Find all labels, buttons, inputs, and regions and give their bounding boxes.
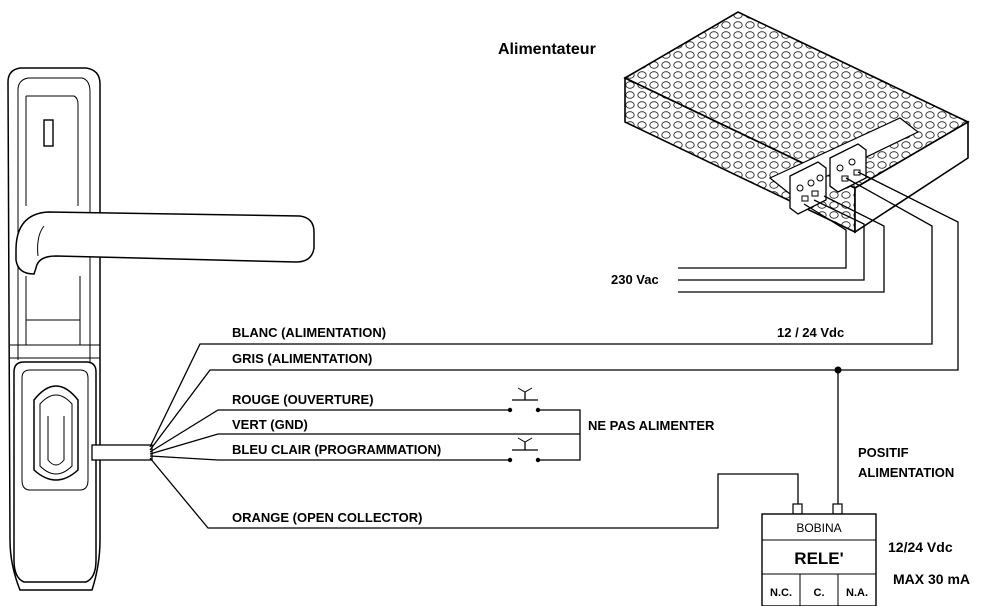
dc-voltage-label: 12 / 24 Vdc	[777, 325, 844, 340]
positive-label-line1: POSITIF	[858, 445, 909, 460]
wire-label-bleu: BLEU CLAIR (PROGRAMMATION)	[232, 442, 441, 457]
push-button-icon	[507, 437, 541, 463]
supply-wires	[149, 171, 959, 451]
push-button-icon	[507, 387, 541, 413]
lock-wires	[149, 409, 799, 529]
power-supply-title: Alimentateur	[498, 41, 596, 58]
mains-voltage-label: 230 Vac	[611, 272, 659, 287]
relay-icon	[761, 503, 877, 606]
relay-rating-voltage: 12/24 Vdc	[888, 539, 953, 555]
junction-dot	[834, 366, 842, 374]
no-power-note: NE PAS ALIMENTER	[588, 418, 715, 433]
relay-rating-current: MAX 30 mA	[893, 571, 970, 587]
wire-label-blanc: BLANC (ALIMENTATION)	[232, 325, 386, 340]
door-handle-lock-icon	[7, 67, 315, 591]
wire-label-gris: GRIS (ALIMENTATION)	[232, 351, 372, 366]
relay-pin-nc: N.C.	[770, 587, 792, 599]
wire-label-orange: ORANGE (OPEN COLLECTOR)	[232, 510, 422, 525]
relay-coil-label: BOBINA	[796, 521, 841, 535]
power-supply-icon	[623, 11, 970, 234]
relay-pin-na: N.A.	[846, 587, 868, 599]
wire-label-vert: VERT (GND)	[232, 417, 308, 432]
positive-label-line2: ALIMENTATION	[858, 465, 954, 480]
wire-label-rouge: ROUGE (OUVERTURE)	[232, 392, 374, 407]
relay-pin-c: C.	[814, 587, 825, 599]
relay-name: RELE'	[794, 549, 843, 568]
